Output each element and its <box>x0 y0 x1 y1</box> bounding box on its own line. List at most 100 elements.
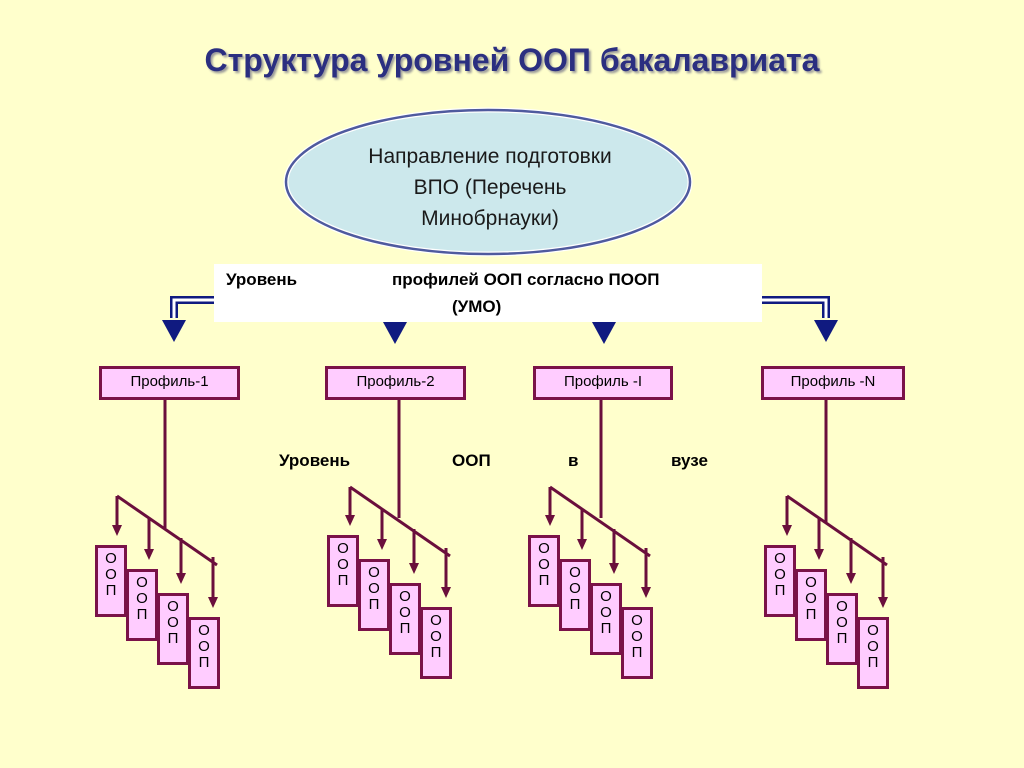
tree-3-branch-2-arrowhead <box>577 539 587 550</box>
arrow-head-profile-i <box>592 322 616 344</box>
oop-card-letter: О <box>631 612 643 629</box>
oop-card-letter: П <box>198 654 210 671</box>
oop-card-letter: О <box>167 614 179 631</box>
tree-4-diagonal <box>786 494 888 567</box>
vuz-level-word-1: Уровень <box>279 451 351 470</box>
tree-4-branch-4-arrowhead <box>878 597 888 608</box>
slide-title: Структура уровней ООП бакалавриата <box>204 42 820 78</box>
oop-card-letter: О <box>167 598 179 615</box>
oop-card-letter: О <box>399 588 411 605</box>
oop-card-letter: П <box>337 572 349 589</box>
oop-card-letter: О <box>538 556 550 573</box>
tree-1-branch-1-arrowhead <box>112 525 122 536</box>
oop-card-letter: П <box>538 572 550 589</box>
tree-4-branch-2-arrowhead <box>814 549 824 560</box>
tree-3-branch-4-arrowhead <box>641 587 651 598</box>
oop-card-letter: П <box>774 582 786 599</box>
tree-2-branch-1-arrowhead <box>345 515 355 526</box>
oop-card-letter: П <box>105 582 117 599</box>
vuz-level-word-2: ООП <box>452 451 491 470</box>
oop-card-letter: О <box>105 566 117 583</box>
oop-card-letter: О <box>198 638 210 655</box>
oop-trees <box>112 400 888 608</box>
banner-umo-text: (УМО) <box>452 297 502 316</box>
oop-card-letter: О <box>337 556 349 573</box>
distribution-arrows <box>162 296 838 344</box>
banner-profiles-text: профилей ООП согласно ПООП <box>392 270 660 289</box>
oop-card-letter: П <box>136 606 148 623</box>
ellipse-line-3: Минобрнауки) <box>421 207 559 230</box>
oop-card-letter: О <box>774 566 786 583</box>
oop-card-letter: П <box>836 630 848 647</box>
oop-card-letter: О <box>430 628 442 645</box>
tree-1-branch-2-arrowhead <box>144 549 154 560</box>
oop-card-letter: О <box>569 580 581 597</box>
oop-card-letter: О <box>430 612 442 629</box>
profile-box-1: Профиль-1 <box>99 366 240 400</box>
tree-2-diagonal <box>349 485 451 558</box>
arrow-shaft-profile-n-inner <box>762 298 828 318</box>
oop-card-letter: О <box>569 564 581 581</box>
oop-card-letter: О <box>337 540 349 557</box>
oop-card-letter: О <box>836 614 848 631</box>
direction-ellipse-outline <box>284 108 692 256</box>
vuz-level-word-3: в <box>568 451 579 470</box>
tree-2-branch-2-arrowhead <box>377 539 387 550</box>
tree-4-branch-1-arrowhead <box>782 525 792 536</box>
oop-card-letter: О <box>631 628 643 645</box>
oop-card-letter: П <box>569 596 581 613</box>
profile-level-banner: Уровень профилей ООП согласно ПООП (УМО) <box>214 264 762 322</box>
oop-card-letter: П <box>167 630 179 647</box>
tree-4-branch-3-arrowhead <box>846 573 856 584</box>
tree-2-branch-3-arrowhead <box>409 563 419 574</box>
oop-card-letter: О <box>136 590 148 607</box>
ellipse-line-2: ВПО (Перечень <box>413 176 567 199</box>
oop-card-letter: П <box>368 596 380 613</box>
oop-card-letter: О <box>867 622 879 639</box>
arrow-head-profile-2 <box>383 322 407 344</box>
ellipse-line-1: Направление подготовки <box>368 145 612 168</box>
tree-3-branch-1-arrowhead <box>545 515 555 526</box>
oop-card-letter: П <box>430 644 442 661</box>
oop-card-letter: О <box>198 622 210 639</box>
oop-card-letter: О <box>805 574 817 591</box>
oop-card-letter: О <box>774 550 786 567</box>
arrow-shaft-profile-n <box>762 296 830 318</box>
tree-1-branch-4-arrowhead <box>208 597 218 608</box>
oop-card-letter: П <box>399 620 411 637</box>
oop-card-letter: О <box>600 604 612 621</box>
vuz-level-word-4: вузе <box>671 451 708 470</box>
oop-card-letter: П <box>867 654 879 671</box>
profile-box-2: Профиль-2 <box>325 366 466 400</box>
tree-2-branch-4-arrowhead <box>441 587 451 598</box>
oop-card-letter: П <box>631 644 643 661</box>
direction-ellipse-text: Направление подготовки ВПО (Перечень Мин… <box>330 141 650 234</box>
oop-card-letter: О <box>368 580 380 597</box>
profile-box-i: Профиль -I <box>533 366 673 400</box>
oop-card-letter: О <box>368 564 380 581</box>
arrow-shaft-profile-1 <box>170 296 214 318</box>
oop-card-letter: О <box>805 590 817 607</box>
oop-card-letter: О <box>105 550 117 567</box>
oop-card-letter: П <box>600 620 612 637</box>
banner-level-word: Уровень <box>226 270 298 289</box>
oop-card-letter: О <box>538 540 550 557</box>
oop-card-letter: О <box>867 638 879 655</box>
tree-3-diagonal <box>549 485 651 558</box>
oop-card-letter: О <box>136 574 148 591</box>
